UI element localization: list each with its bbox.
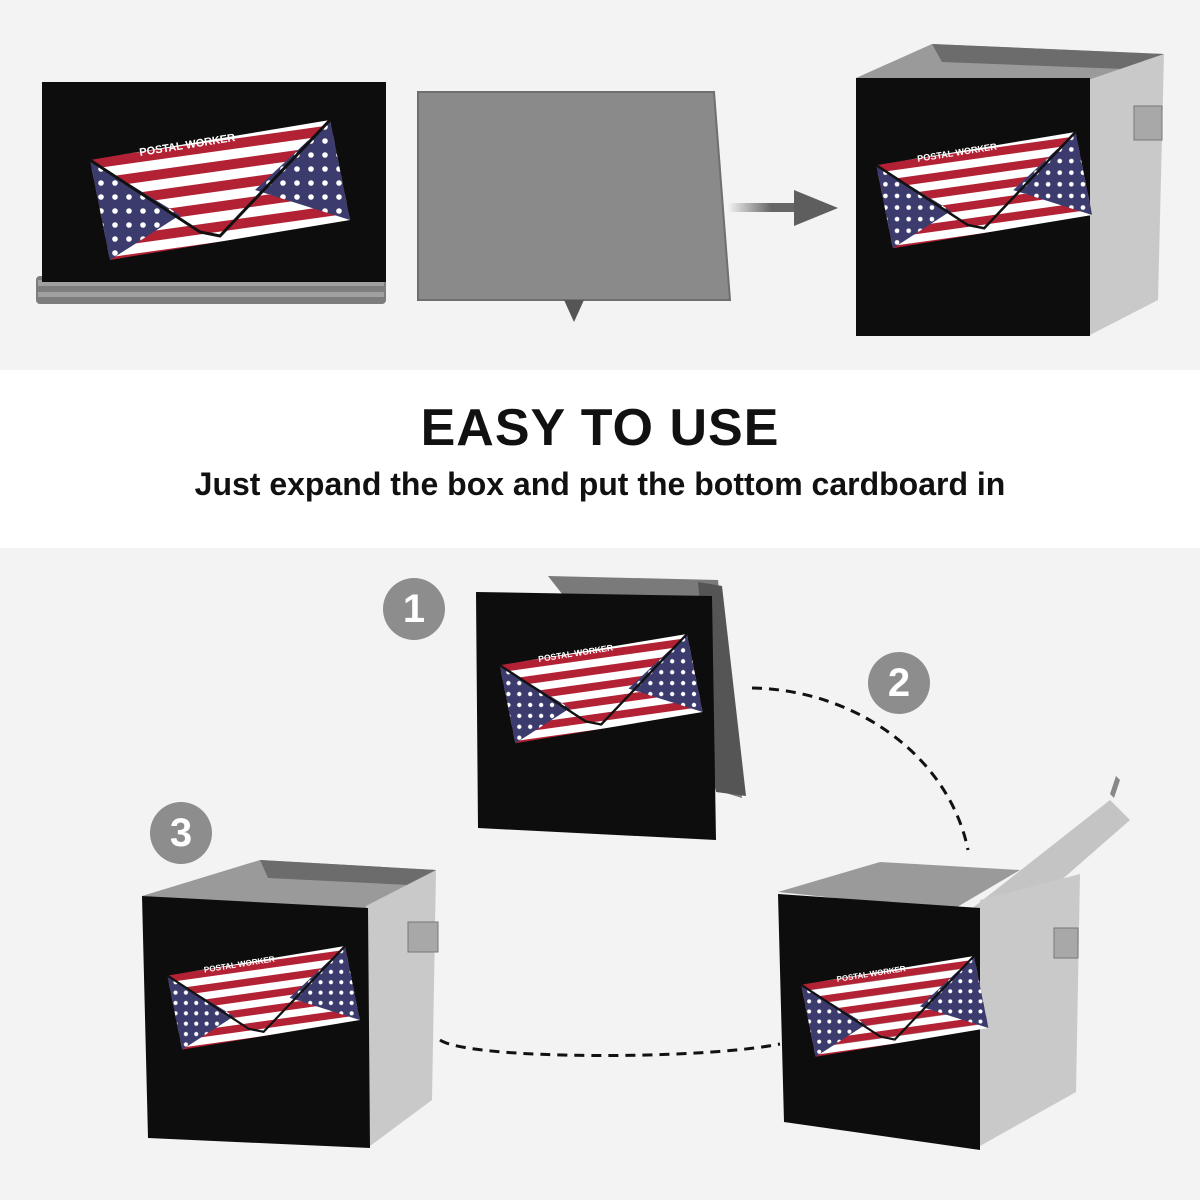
step-2-box-graphic (778, 776, 1130, 1150)
page-title: EASY TO USE (420, 399, 780, 457)
step-2-box-image (770, 770, 1150, 1162)
step-3-box-image (140, 856, 460, 1156)
page-subtitle: Just expand the box and put the bottom c… (194, 466, 1006, 502)
assembled-box-graphic (856, 44, 1164, 336)
heading-band (0, 370, 1200, 548)
arrow-right-icon (724, 188, 844, 228)
step-2-badge: 2 (868, 652, 930, 714)
step-1-box-graphic (476, 576, 746, 840)
step-1-badge: 1 (383, 578, 445, 640)
assembled-box-image (852, 40, 1172, 340)
bottom-cardboard-image (414, 88, 734, 328)
folded-box-graphic (36, 82, 386, 304)
cardboard-graphic (417, 91, 732, 322)
folded-box-image (32, 80, 392, 312)
step-1-box-image (472, 572, 772, 844)
step-3-box-graphic (142, 860, 439, 1148)
step-3-badge: 3 (150, 802, 212, 864)
